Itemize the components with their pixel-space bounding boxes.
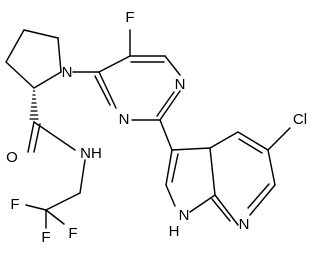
bond xyxy=(214,194,239,226)
bond xyxy=(33,71,62,89)
atom-label-cl: Cl xyxy=(293,111,307,128)
bond xyxy=(57,37,62,73)
bond xyxy=(98,55,131,73)
atom-label-n-pyrrole: N xyxy=(179,207,190,224)
bond xyxy=(249,184,276,216)
bond xyxy=(45,209,65,225)
bond-lines xyxy=(5,29,291,229)
bond xyxy=(238,138,263,154)
atom-label-f-cf3-left: F xyxy=(10,196,19,213)
bond xyxy=(159,90,181,121)
atom-label-n-pyridine: N xyxy=(239,216,250,233)
bond xyxy=(94,75,111,106)
bond xyxy=(247,183,270,209)
atom-label-f-cf3-bottom: F xyxy=(41,229,50,246)
bond xyxy=(171,153,179,183)
bond xyxy=(237,131,269,151)
atom-label-nh-amide: NH xyxy=(80,145,102,162)
bond xyxy=(79,159,86,194)
atom-label-f-cf3-right: F xyxy=(68,225,77,242)
hashed-wedge-bond xyxy=(29,90,39,120)
bond xyxy=(45,192,81,211)
bond xyxy=(27,121,35,153)
bond xyxy=(171,147,211,151)
bond xyxy=(267,127,291,151)
bond xyxy=(5,61,35,89)
bond xyxy=(211,198,231,222)
bond xyxy=(33,121,76,151)
bond xyxy=(23,29,59,39)
bond xyxy=(25,204,47,211)
bond xyxy=(209,131,239,149)
atom-label-n-pyrimidine-1: N xyxy=(119,111,130,128)
bond xyxy=(209,147,216,196)
atom-label-h-pyrrole: H xyxy=(169,223,180,240)
bond xyxy=(164,55,181,76)
bond xyxy=(165,149,173,186)
bond xyxy=(267,149,276,186)
bond xyxy=(5,29,25,63)
atom-label-f-top: F xyxy=(125,9,134,26)
bond xyxy=(159,119,173,151)
bond xyxy=(98,71,117,109)
atom-labels: F N N N O NH Cl F F F N H N xyxy=(6,9,307,246)
atom-label-o-amide: O xyxy=(6,149,18,166)
bond xyxy=(156,91,175,117)
bond xyxy=(165,184,176,207)
bond xyxy=(33,123,41,153)
atom-label-n-pyrrolidine: N xyxy=(62,64,73,81)
bond xyxy=(189,194,216,213)
atom-label-n-pyrimidine-3: N xyxy=(175,76,186,93)
